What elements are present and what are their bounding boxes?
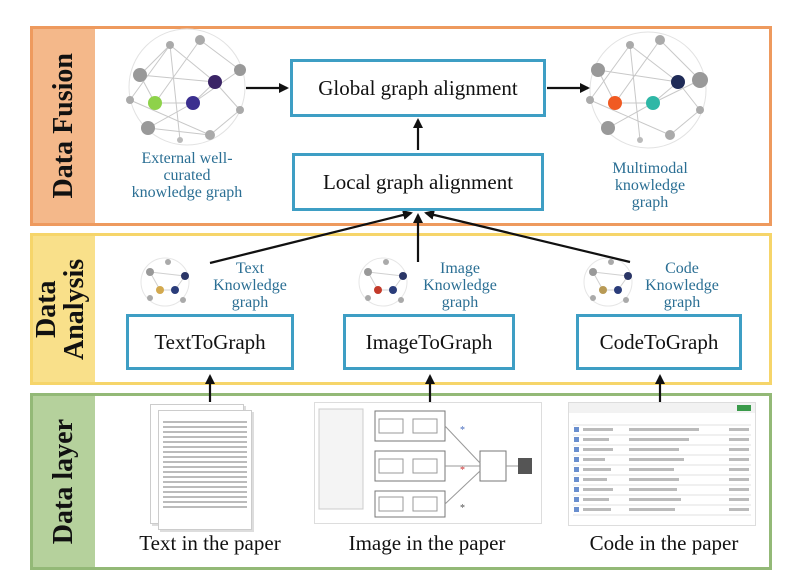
data-fusion-layer: Data Fusion (30, 26, 772, 226)
data-fusion-band: Data Fusion (33, 29, 95, 223)
data-layer-band: Data layer (33, 396, 95, 567)
multimodal-kg-label: Multimodal knowledge graph (612, 160, 688, 211)
global-graph-alignment-box: Global graph alignment (290, 59, 546, 117)
code-kg-to-local-arrow (424, 210, 631, 264)
image-paper-thumbnail: * * * (314, 402, 542, 524)
svg-text:*: * (460, 465, 465, 476)
image-kg-network-icon (358, 257, 408, 307)
image-kg-label: Image Knowledge graph (423, 260, 497, 311)
external-kg-network-icon (126, 28, 246, 146)
text-kg-to-local-arrow (209, 210, 413, 265)
data-layer: Data layer (30, 393, 772, 570)
code-in-paper-caption: Code in the paper (589, 531, 739, 555)
data-analysis-layer: Data Analysis (30, 233, 772, 385)
text-kg-label: Text Knowledge graph (213, 260, 287, 311)
text-to-graph-box: TextToGraph (126, 314, 294, 370)
image-to-graph-box: ImageToGraph (343, 314, 515, 370)
code-kg-network-icon (583, 257, 633, 307)
svg-text:*: * (460, 503, 465, 514)
code-to-graph-box: CodeToGraph (576, 314, 742, 370)
code-kg-label: Code Knowledge graph (645, 260, 719, 311)
multimodal-kg-network-icon (586, 31, 708, 149)
local-graph-alignment-box: Local graph alignment (292, 153, 544, 211)
external-kg-label: External well-curated knowledge graph (131, 150, 243, 201)
code-paper-thumbnail (568, 402, 756, 526)
svg-text:*: * (460, 425, 465, 436)
data-analysis-band: Data Analysis (31, 236, 95, 382)
image-in-paper-caption: Image in the paper (348, 531, 506, 555)
text-kg-network-icon (140, 257, 190, 307)
text-in-paper-caption: Text in the paper (139, 531, 281, 555)
